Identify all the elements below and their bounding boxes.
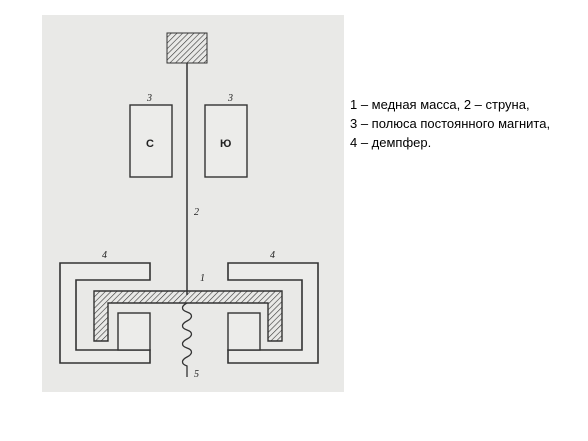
- magnet-pole-left: [129, 104, 173, 178]
- pole-label-north: С: [146, 138, 154, 150]
- damper-core-right: [227, 312, 261, 351]
- pole-label-south: Ю: [220, 138, 231, 150]
- label-spring: 5: [194, 369, 199, 380]
- damper-left: [59, 262, 151, 364]
- legend: 1 – медная масса, 2 – струна, 3 – полюса…: [350, 95, 586, 152]
- damper-right: [227, 262, 319, 364]
- legend-line-3: 4 – демпфер.: [350, 135, 432, 150]
- legend-line-2: 3 – полюса постоянного магнита,: [350, 116, 551, 131]
- damper-core-left: [117, 312, 151, 351]
- label-pole-left: 3: [146, 93, 152, 104]
- label-copper-mass: 1: [200, 273, 205, 284]
- copper-mass: [93, 290, 283, 342]
- label-pole-right: 3: [227, 93, 233, 104]
- spring: [181, 302, 193, 377]
- suspension-mount: [166, 32, 208, 64]
- legend-line-1: 1 – медная масса, 2 – струна,: [350, 97, 530, 112]
- galvanometer-diagram: С Ю 3 3 2 4 4 1 5: [59, 32, 319, 380]
- label-string: 2: [194, 207, 199, 218]
- label-damper-left: 4: [102, 250, 107, 261]
- label-damper-right: 4: [270, 250, 275, 261]
- magnet-pole-right: [204, 104, 248, 178]
- diagram-scan: С Ю 3 3 2 4 4 1 5: [42, 15, 344, 392]
